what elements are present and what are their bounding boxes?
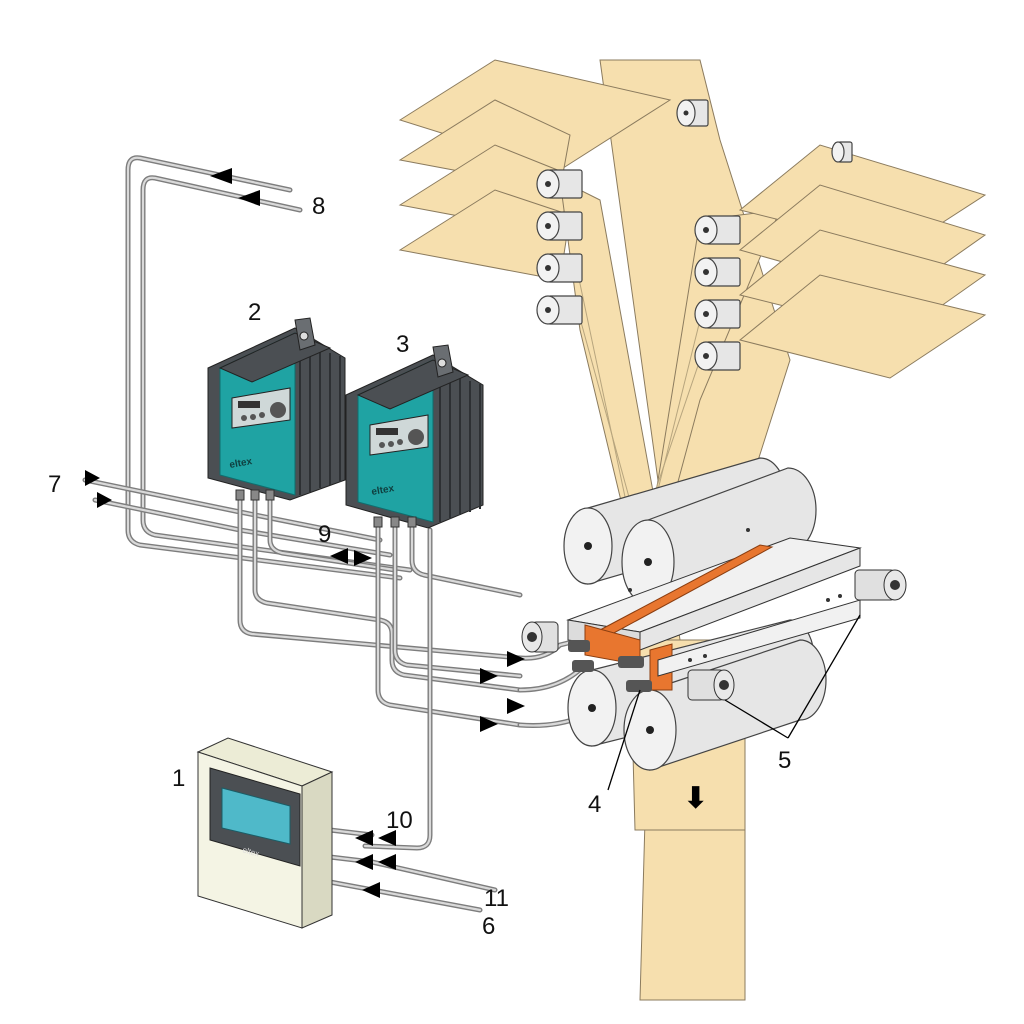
callout-8: 8 — [312, 193, 325, 220]
callout-2: 2 — [248, 299, 261, 326]
sensor-head-right-top — [854, 569, 907, 601]
flow-arrows — [85, 168, 525, 898]
guide-rollers-right — [676, 99, 853, 371]
callout-11: 11 — [484, 885, 509, 912]
callout-9: 9 — [318, 521, 331, 548]
upper-nip-rollers — [563, 457, 817, 605]
callout-5: 5 — [778, 747, 791, 774]
charging-electrode-bar — [566, 528, 862, 692]
device-3-connectors — [373, 516, 417, 528]
bar-bolts — [628, 528, 842, 662]
device-3-logo: eltex — [371, 483, 396, 498]
device-2-connectors — [235, 489, 275, 501]
callout-6: 6 — [482, 913, 495, 940]
sensor-heads — [521, 569, 907, 701]
sensor-head-right-bottom — [687, 669, 735, 701]
touch-screen — [221, 787, 291, 845]
device-3-generator: eltex — [345, 344, 484, 529]
leader-lines — [607, 614, 861, 791]
device-3-fins — [439, 375, 481, 522]
right-sheet-stack — [738, 144, 987, 379]
callout-4: 4 — [588, 791, 601, 818]
device-2-fins — [299, 347, 341, 495]
left-sheet-stack — [398, 59, 672, 281]
callout-3: 3 — [396, 331, 409, 358]
arrow-down-icon: ⬇ — [683, 781, 708, 816]
control-panel: eltex — [196, 737, 334, 929]
callouts: 1 2 3 4 5 6 7 8 9 10 11 — [48, 193, 791, 940]
callout-1: 1 — [172, 765, 185, 792]
panel-logo: eltex — [241, 845, 260, 858]
sensor-head-left — [521, 621, 559, 653]
callout-10: 10 — [386, 807, 413, 834]
device-2-generator: eltex — [207, 317, 346, 501]
callout-7: 7 — [48, 471, 61, 498]
device-2-logo: eltex — [229, 456, 254, 471]
spring-connectors — [568, 640, 652, 692]
guide-rollers-left — [536, 169, 583, 325]
